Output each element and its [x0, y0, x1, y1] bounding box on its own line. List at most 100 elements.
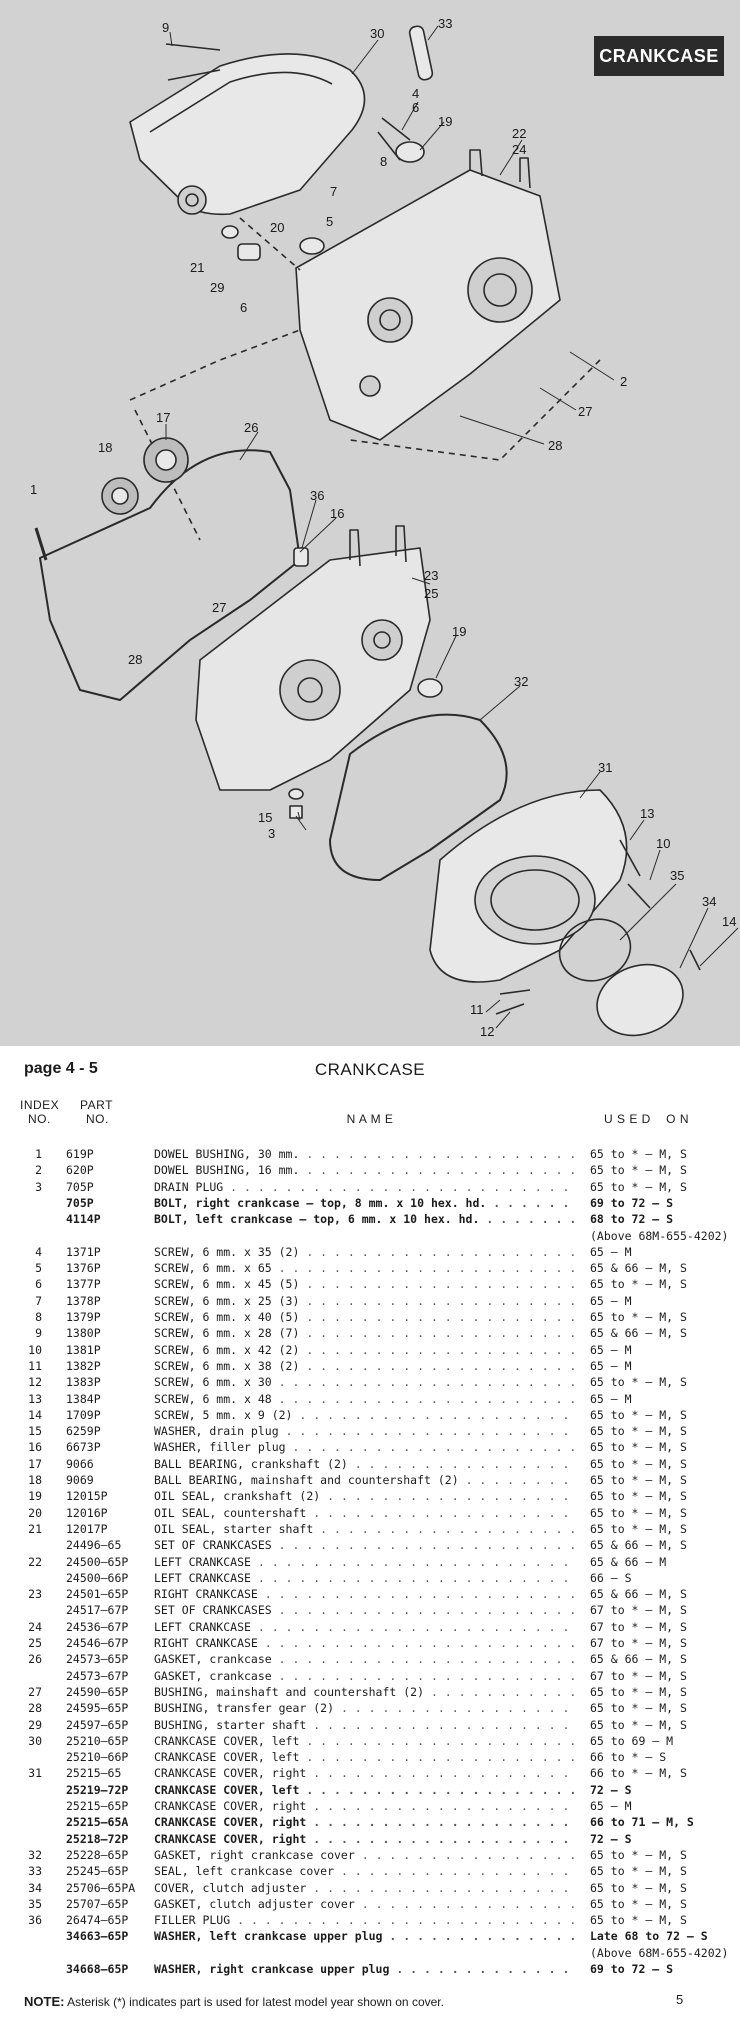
part-name-cell: BUSHING, starter shaft	[154, 1717, 574, 1733]
part-number-cell: 24500–65P	[66, 1554, 129, 1569]
callout-1: 1	[30, 482, 37, 497]
part-number-cell: 24590–65P	[66, 1684, 129, 1699]
part-number-cell: 34663–65P	[66, 1929, 129, 1944]
index-cell: 9	[35, 1326, 42, 1341]
part-name-cell: BOLT, right crankcase – top, 8 mm. x 10 …	[154, 1195, 574, 1211]
crankcase-exploded-drawing: 9 30 33 4 6 19 22 24 8 7 5 20 21 29 6 2 …	[30, 16, 739, 1039]
used-on-cell: 65 to * – M, S	[590, 1310, 687, 1324]
part-name-cell: DOWEL BUSHING, 30 mm.	[154, 1146, 574, 1162]
callout-19: 19	[438, 114, 452, 129]
used-on-cell: 66 to * – S	[590, 1750, 667, 1765]
part-number-cell: 1378P	[66, 1293, 101, 1308]
footnote-text: Asterisk (*) indicates part is used for …	[67, 1995, 444, 2009]
part-name-cell: SEAL, left crankcase cover	[154, 1863, 574, 1879]
index-cell: 23	[28, 1587, 42, 1602]
part-number-cell: 25210–66P	[66, 1750, 129, 1765]
index-cell: 2	[35, 1163, 42, 1178]
used-on-cell: 65 to * – M, S	[590, 1163, 687, 1178]
header-name: N A M E	[346, 1112, 394, 1126]
used-on-cell: 65 to * – M, S	[590, 1521, 687, 1536]
used-on-cell: 65 to * – M, S	[590, 1717, 687, 1732]
callout-16: 16	[330, 506, 344, 521]
table-row: (Above 68M-655-4202)	[0, 1945, 740, 1961]
header-part: PART	[80, 1098, 113, 1112]
part-name-cell: SCREW, 6 mm. x 48	[154, 1391, 574, 1407]
part-name-cell: CRANKCASE COVER, left	[154, 1782, 574, 1798]
callout-19b: 19	[452, 624, 466, 639]
part-name-cell: SET OF CRANKCASES	[154, 1537, 574, 1553]
used-on-cell: 65 to * – M, S	[590, 1440, 687, 1455]
index-cell: 4	[35, 1244, 42, 1259]
part-number-cell: 24501–65P	[66, 1587, 129, 1602]
crankcase-tab-label: CRANKCASE	[599, 46, 719, 66]
index-cell: 8	[35, 1310, 42, 1324]
callout-20: 20	[270, 220, 284, 235]
used-on-cell: 65 to * – M, S	[590, 1375, 687, 1390]
part-name-cell: SCREW, 6 mm. x 42 (2)	[154, 1342, 574, 1358]
callout-14: 14	[722, 914, 736, 929]
callout-2: 2	[620, 374, 627, 389]
header-used-on: U S E D O N	[604, 1112, 690, 1126]
callout-9: 9	[162, 20, 169, 35]
part-number-cell: 12017P	[66, 1521, 108, 1536]
part-number-cell: 1383P	[66, 1375, 101, 1390]
part-name-cell: SCREW, 5 mm. x 9 (2)	[154, 1407, 574, 1423]
part-number-cell: 25219–72P	[66, 1782, 129, 1797]
part-number-cell: 1709P	[66, 1407, 101, 1422]
part-name-cell: LEFT CRANKCASE	[154, 1570, 574, 1586]
part-name-cell: OIL SEAL, crankshaft (2)	[154, 1488, 574, 1504]
part-number-cell: 705P	[66, 1179, 94, 1194]
part-name-cell: GASKET, right crankcase cover	[154, 1847, 574, 1863]
used-on-cell: Late 68 to 72 – S	[590, 1929, 708, 1944]
used-on-cell: 65 to * – M, S	[590, 1864, 687, 1879]
part-number-cell: 24595–65P	[66, 1701, 129, 1716]
callout-8: 8	[380, 154, 387, 169]
used-on-cell: 67 to * – M, S	[590, 1603, 687, 1618]
callout-17: 17	[156, 410, 170, 425]
part-number-cell: 25218–72P	[66, 1831, 129, 1846]
callout-13: 13	[640, 806, 654, 821]
used-on-cell: 66 to * – M, S	[590, 1766, 687, 1781]
part-name-cell: GASKET, crankcase	[154, 1668, 574, 1684]
parts-list-title: CRANKCASE	[314, 1060, 426, 1079]
index-cell: 22	[28, 1554, 42, 1569]
part-number-cell: 1384P	[66, 1391, 101, 1406]
seal-33	[408, 25, 434, 81]
callout-33: 33	[438, 16, 452, 31]
left-crankcase	[295, 169, 561, 441]
index-cell: 6	[35, 1277, 42, 1292]
part-number-cell: 25707–65P	[66, 1896, 129, 1911]
index-cell: 7	[35, 1293, 42, 1308]
part-name-cell: SCREW, 6 mm. x 38 (2)	[154, 1358, 574, 1374]
part-number-cell: 25210–65P	[66, 1733, 129, 1748]
index-cell: 26	[28, 1652, 42, 1667]
part-number-cell: 619P	[66, 1147, 94, 1161]
index-cell: 33	[28, 1864, 42, 1879]
index-cell: 13	[28, 1391, 42, 1406]
part-number-cell: 12015P	[66, 1489, 108, 1504]
part-number-cell: 9066	[66, 1456, 94, 1471]
part-name-cell: WASHER, right crankcase upper plug	[154, 1961, 574, 1977]
callout-22: 22	[512, 126, 526, 141]
part-name-cell: CRANKCASE COVER, left	[154, 1733, 574, 1749]
page-reference: page 4 - 5	[24, 1060, 98, 1077]
part-name-cell: LEFT CRANKCASE	[154, 1554, 574, 1570]
part-number-cell: 24536–67P	[66, 1619, 129, 1634]
part-number-cell: 1380P	[66, 1326, 101, 1341]
callout-32: 32	[514, 674, 528, 689]
part-name-cell: SCREW, 6 mm. x 65	[154, 1260, 574, 1276]
used-on-cell: 66 to 71 – M, S	[590, 1815, 694, 1830]
index-cell: 14	[28, 1407, 42, 1422]
